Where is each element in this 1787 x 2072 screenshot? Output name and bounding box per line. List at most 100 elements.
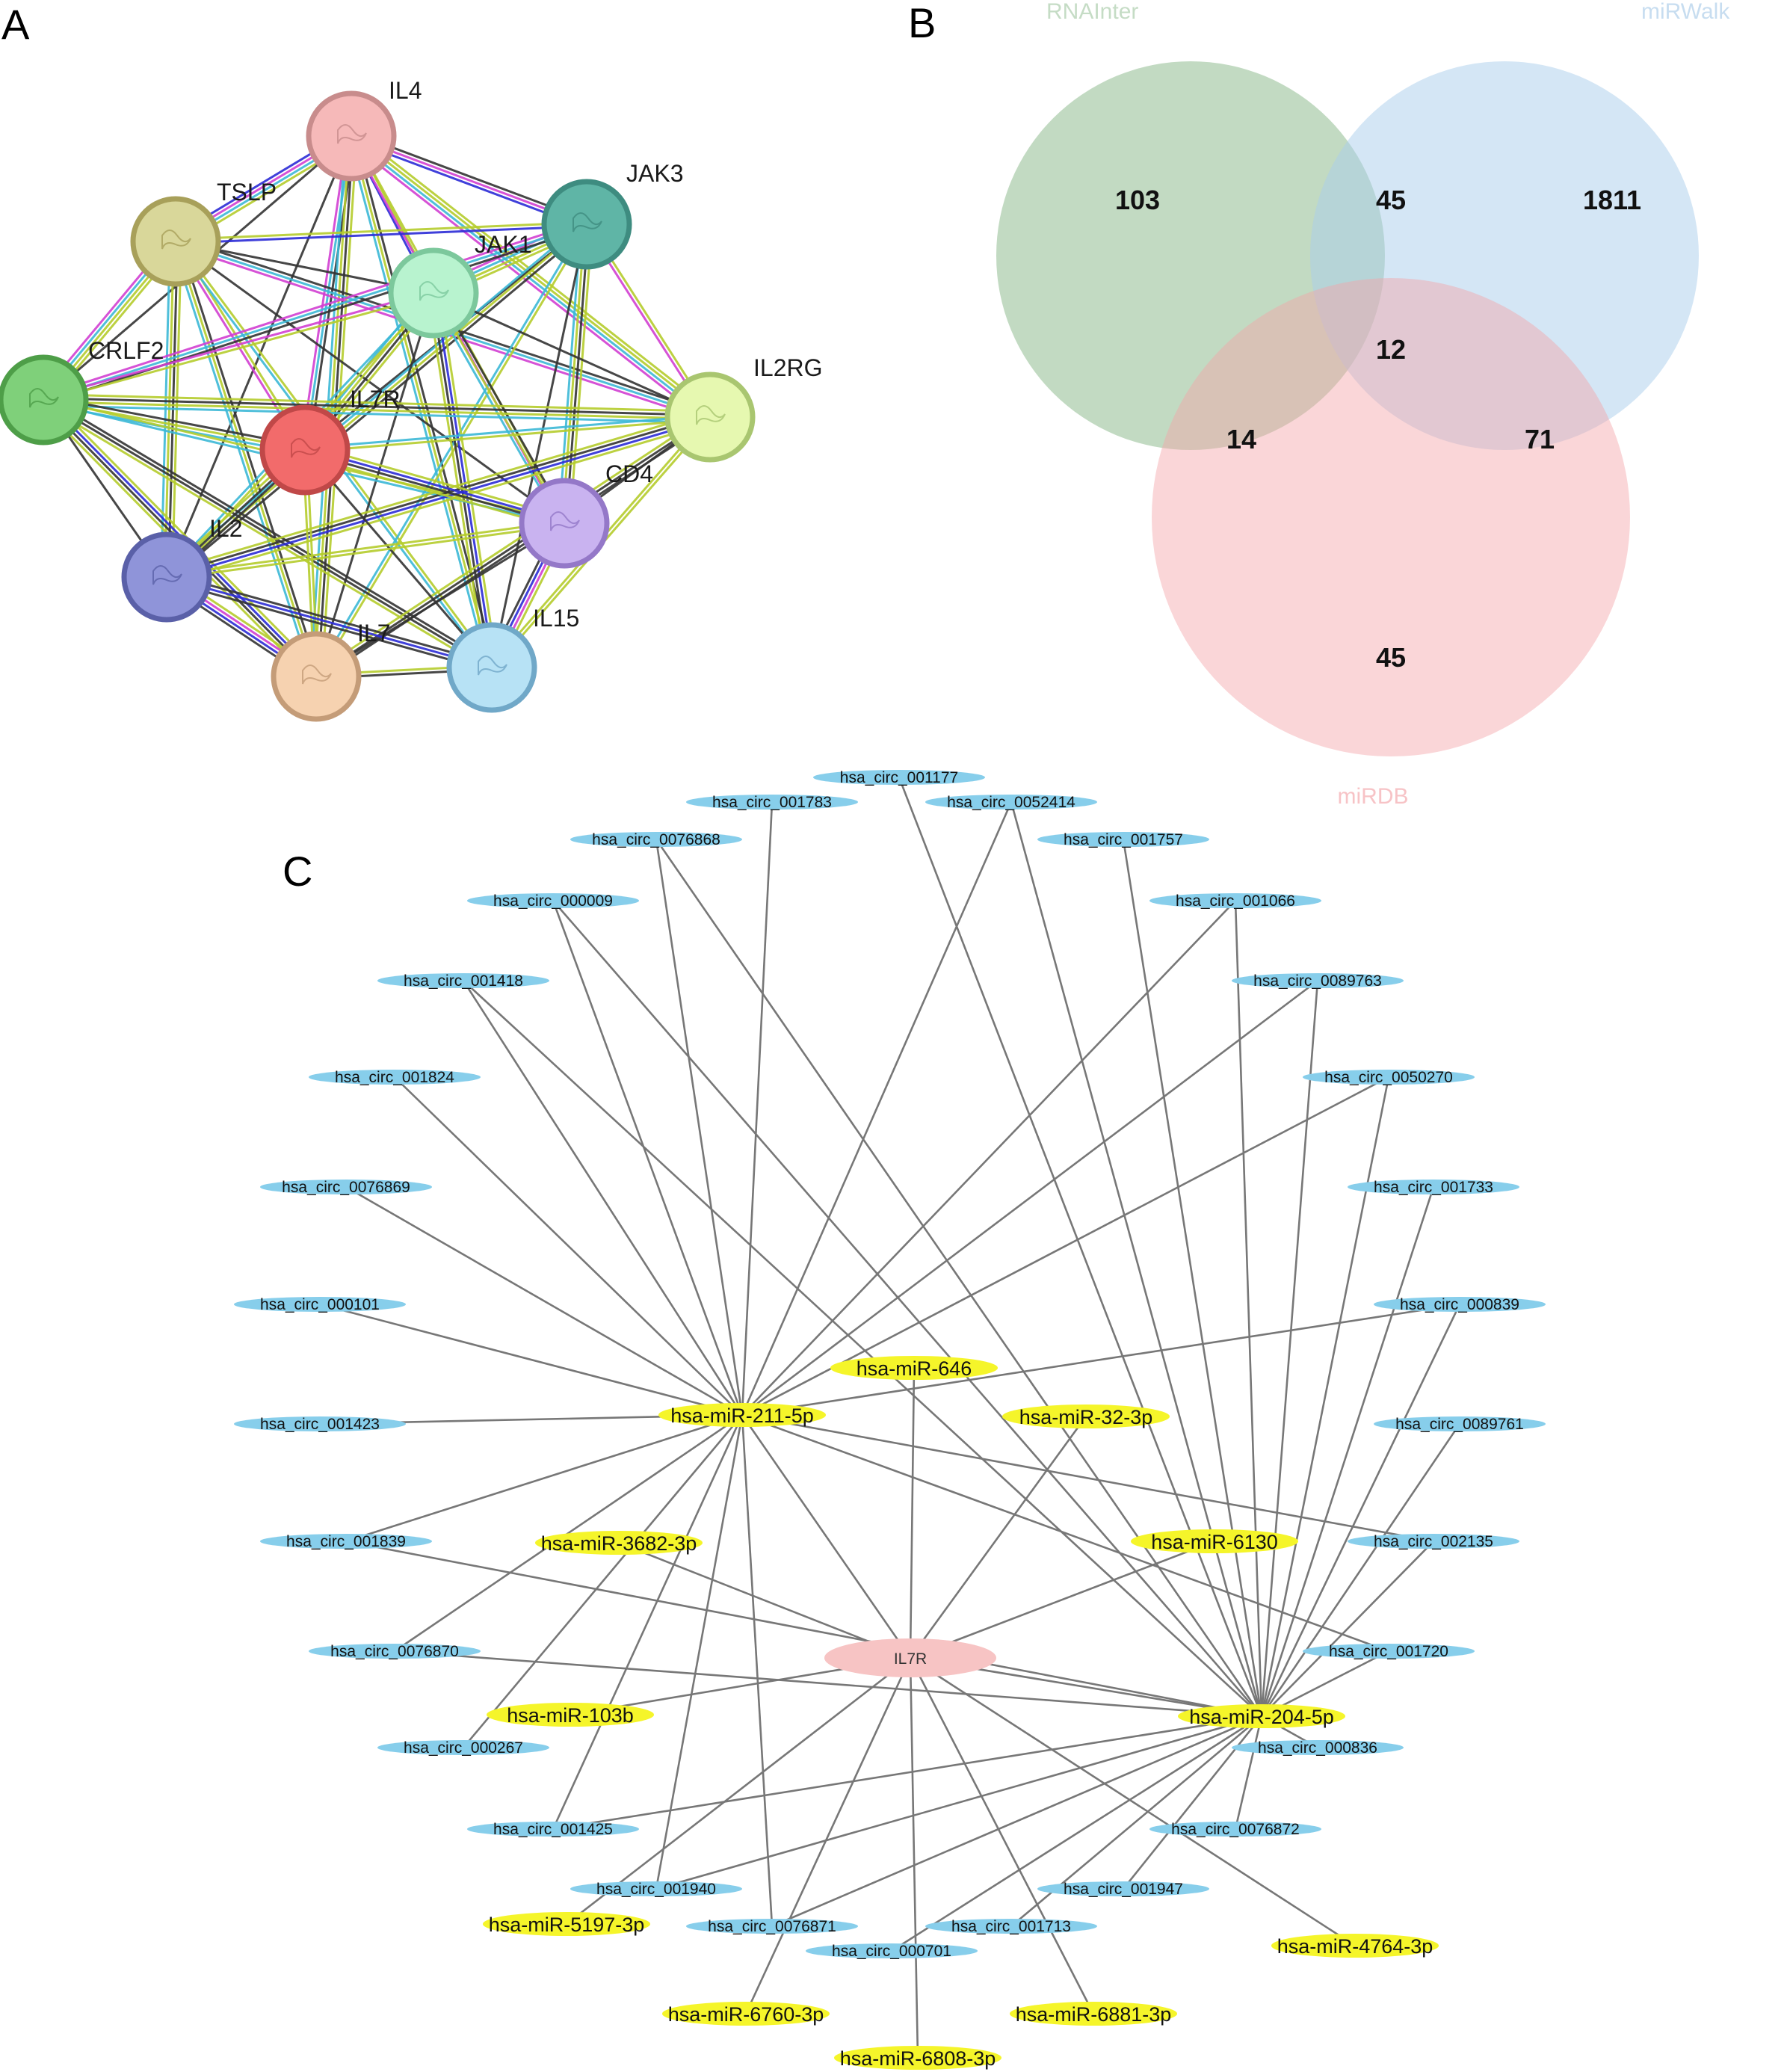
circrna-node-ellipse xyxy=(925,795,1097,810)
ppi-label-il15: IL15 xyxy=(533,605,579,632)
ppi-edge-cd4-il7 xyxy=(315,522,565,678)
ppi-edge-il2rg-il2 xyxy=(167,421,712,584)
ppi-node-jak3: JAK3 xyxy=(541,160,683,270)
protein-structure-icon xyxy=(572,212,602,232)
circrna-node-ellipse xyxy=(234,1416,406,1431)
circrna-node-hsa-circ-000101: hsa_circ_000101 xyxy=(234,1296,406,1313)
circrna-node-ellipse xyxy=(1037,832,1209,847)
ppi-label-il7: IL7 xyxy=(357,620,390,647)
ppi-edge-il4-il2rg xyxy=(347,139,708,423)
protein-structure-icon xyxy=(337,124,367,144)
circrna-node-hsa-circ-001783: hsa_circ_001783 xyxy=(686,794,858,811)
edge-hsa-circ-001733-hsa-mir-204-5p xyxy=(1260,1186,1435,1717)
ppi-edge-tslp-cd4 xyxy=(175,240,565,525)
venn-circle-rnainter xyxy=(996,61,1385,450)
ppi-edge-il2rg-il2 xyxy=(165,414,710,577)
edge-hsa-circ-001757-hsa-mir-204-5p xyxy=(1122,839,1263,1717)
circrna-node-hsa-circ-001177: hsa_circ_001177 xyxy=(813,769,985,786)
circrna-node-ellipse xyxy=(1232,1740,1404,1755)
circrna-node-label: hsa_circ_000009 xyxy=(493,892,613,910)
edge-hsa-circ-002135-hsa-mir-204-5p xyxy=(1261,1541,1434,1717)
circrna-node-label: hsa_circ_0076869 xyxy=(282,1179,410,1196)
circrna-node-ellipse xyxy=(686,1919,858,1934)
venn-count-mirdb-only: 45 xyxy=(1376,642,1406,673)
ppi-edge-jak3-cd4 xyxy=(558,223,583,523)
circrna-node-ellipse xyxy=(234,1297,406,1312)
ppi-node-circle xyxy=(446,622,537,713)
protein-structure-icon xyxy=(696,405,726,425)
circrna-node-hsa-circ-001757: hsa_circ_001757 xyxy=(1037,831,1209,848)
mirna-node-label: hsa-miR-6881-3p xyxy=(1016,2003,1172,2026)
circrna-node-ellipse xyxy=(1374,1416,1546,1431)
circrna-node-label: hsa_circ_000701 xyxy=(832,1943,951,1960)
ppi-node-circle xyxy=(388,247,479,339)
edge-hub-hsa-mir-4764-3p xyxy=(910,1656,1356,1947)
circrna-node-hsa-circ-001947: hsa_circ_001947 xyxy=(1037,1881,1209,1898)
circrna-node-ellipse xyxy=(1149,1822,1321,1837)
mirna-node-hsa-mir-32-3p: hsa-miR-32-3p xyxy=(1002,1405,1170,1428)
ppi-edge-crlf2-il15 xyxy=(43,398,493,669)
edge-hsa-circ-001177-hsa-mir-204-5p xyxy=(898,777,1263,1717)
mirna-node-ellipse xyxy=(830,1356,998,1380)
edge-hsa-circ-0076870-hsa-mir-204-5p xyxy=(394,1650,1262,1718)
edge-hsa-circ-000839-hsa-mir-204-5p xyxy=(1260,1304,1461,1717)
ppi-label-il4: IL4 xyxy=(389,77,422,104)
circrna-node-ellipse xyxy=(377,973,549,988)
circrna-node-label: hsa_circ_001733 xyxy=(1374,1179,1493,1196)
edge-hub-hsa-mir-3682-3p xyxy=(618,1541,911,1659)
mirna-node-label: hsa-miR-204-5p xyxy=(1189,1706,1334,1728)
edge-hsa-circ-000009-hsa-mir-204-5p xyxy=(552,900,1262,1717)
edge-hsa-circ-001940-hsa-mir-211-5p xyxy=(655,1414,744,1890)
ppi-edge-il4-il15 xyxy=(350,135,493,668)
edge-hsa-circ-0076868-hsa-mir-211-5p xyxy=(655,839,744,1416)
ppi-edge-il2-il15 xyxy=(166,576,493,669)
ppi-edge-jak1-il2rg xyxy=(433,292,711,419)
ppi-edge-il2rg-il7 xyxy=(313,413,709,675)
edge-hub-hsa-mir-5197-3p xyxy=(566,1656,911,1925)
mirna-node-hsa-mir-6808-3p: hsa-miR-6808-3p xyxy=(834,2046,1001,2070)
circrna-node-label: hsa_circ_0050270 xyxy=(1324,1069,1453,1086)
venn-count-all-three: 12 xyxy=(1376,334,1406,365)
ppi-edge-jak3-cd4 xyxy=(568,224,593,524)
circrna-node-label: hsa_circ_0089763 xyxy=(1253,972,1382,990)
ppi-edge-jak1-il15 xyxy=(433,292,495,667)
circrna-node-ellipse xyxy=(570,832,742,847)
circrna-node-ellipse xyxy=(925,1919,1097,1934)
ppi-network: IL4TSLPJAK3JAK1CRLF2IL2RGIL7RCD4IL2IL7IL… xyxy=(0,77,822,722)
mirna-node-ellipse xyxy=(1002,1405,1170,1428)
venn-count-mirwalk-mirdb: 71 xyxy=(1525,424,1555,454)
ppi-edge-jak1-il15 xyxy=(427,293,488,669)
ppi-edge-jak1-il15 xyxy=(437,292,499,667)
circrna-node-hsa-circ-0076872: hsa_circ_0076872 xyxy=(1149,1821,1321,1838)
edge-hsa-circ-001418-hsa-mir-211-5p xyxy=(462,980,744,1416)
panel-a-letter: A xyxy=(1,1,30,48)
circrna-node-ellipse xyxy=(806,1943,978,1958)
circrna-node-label: hsa_circ_001177 xyxy=(840,769,958,786)
edge-hub-hsa-mir-211-5p xyxy=(741,1414,912,1659)
circrna-node-label: hsa_circ_0089761 xyxy=(1395,1416,1524,1433)
ppi-node-jak1: JAK1 xyxy=(388,231,531,339)
hub-node-label: IL7R xyxy=(894,1650,927,1668)
panel-b-letter: B xyxy=(908,0,936,46)
ppi-edge-crlf2-il15 xyxy=(44,395,495,665)
ppi-edge-crlf2-il7 xyxy=(46,395,321,673)
edge-hsa-circ-0089761-hsa-mir-204-5p xyxy=(1260,1423,1461,1717)
edge-hsa-circ-001940-hsa-mir-204-5p xyxy=(655,1715,1262,1890)
mirna-node-hsa-mir-3682-3p: hsa-miR-3682-3p xyxy=(535,1531,703,1555)
ppi-edge-jak1-crlf2 xyxy=(43,293,435,403)
ppi-edge-il4-il7r xyxy=(300,135,349,450)
edge-hsa-circ-001425-hsa-mir-211-5p xyxy=(552,1414,744,1830)
protein-structure-icon xyxy=(478,656,507,676)
mirna-node-label: hsa-miR-32-3p xyxy=(1019,1406,1153,1428)
circrna-node-hsa-circ-001425: hsa_circ_001425 xyxy=(467,1821,639,1838)
edge-hsa-circ-0052414-hsa-mir-204-5p xyxy=(1010,801,1263,1717)
ppi-edge-il2rg-il7r xyxy=(305,417,711,453)
edge-hsa-circ-001824-hsa-mir-211-5p xyxy=(394,1076,743,1416)
circrna-node-ellipse xyxy=(1303,1644,1475,1659)
venn-circle-mirdb xyxy=(1152,278,1630,756)
circrna-node-label: hsa_circ_001947 xyxy=(1064,1881,1183,1898)
mirna-node-label: hsa-miR-103b xyxy=(507,1704,634,1727)
ppi-label-crlf2: CRLF2 xyxy=(88,337,164,364)
venn-diagram: RNAInter miRWalk miRDB 103 45 1811 12 14… xyxy=(996,0,1730,809)
circrna-node-label: hsa_circ_000267 xyxy=(404,1739,523,1757)
